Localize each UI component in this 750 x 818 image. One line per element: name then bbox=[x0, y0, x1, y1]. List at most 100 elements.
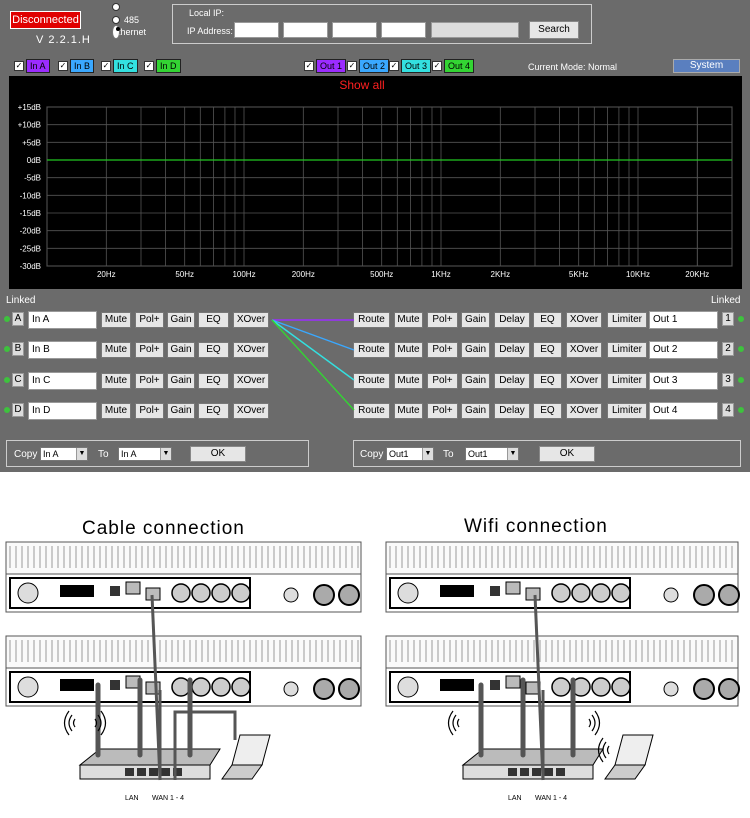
radio-blank[interactable] bbox=[112, 3, 120, 11]
input-xover-button[interactable]: XOver bbox=[233, 342, 269, 358]
checkbox-in-d[interactable]: ✓In D bbox=[144, 59, 181, 73]
output-limiter-button[interactable]: Limiter bbox=[607, 373, 647, 389]
output-name-field[interactable]: Out 3 bbox=[649, 372, 718, 390]
output-delay-button[interactable]: Delay bbox=[494, 373, 530, 389]
output-name-field[interactable]: Out 2 bbox=[649, 341, 718, 359]
channel-letter[interactable]: D bbox=[12, 403, 24, 417]
output-xover-button[interactable]: XOver bbox=[566, 312, 602, 328]
channel-letter[interactable]: C bbox=[12, 373, 24, 387]
input-pol-plus-button[interactable]: Pol+ bbox=[135, 342, 164, 358]
output-gain-button[interactable]: Gain bbox=[461, 312, 490, 328]
input-mute-button[interactable]: Mute bbox=[101, 312, 131, 328]
input-mute-button[interactable]: Mute bbox=[101, 342, 131, 358]
channel-number[interactable]: 2 bbox=[722, 342, 734, 356]
ip-display-field[interactable] bbox=[431, 22, 519, 38]
channel-number[interactable]: 1 bbox=[722, 312, 734, 326]
input-gain-button[interactable]: Gain bbox=[167, 342, 195, 358]
input-pol-plus-button[interactable]: Pol+ bbox=[135, 312, 164, 328]
input-mute-button[interactable]: Mute bbox=[101, 403, 131, 419]
copy-out-label: Copy bbox=[360, 449, 384, 460]
output-xover-button[interactable]: XOver bbox=[566, 373, 602, 389]
input-name-field[interactable]: In D bbox=[28, 402, 97, 420]
output-pol-plus-button[interactable]: Pol+ bbox=[427, 403, 458, 419]
output-gain-button[interactable]: Gain bbox=[461, 373, 490, 389]
system-button[interactable]: System bbox=[673, 59, 740, 73]
output-eq-button[interactable]: EQ bbox=[533, 342, 562, 358]
copy-out-ok-button[interactable]: OK bbox=[539, 446, 595, 462]
radio-485[interactable]: 485 bbox=[112, 15, 139, 25]
output-limiter-button[interactable]: Limiter bbox=[607, 342, 647, 358]
search-button[interactable]: Search bbox=[529, 21, 579, 39]
output-delay-button[interactable]: Delay bbox=[494, 403, 530, 419]
output-route-button[interactable]: Route bbox=[353, 342, 390, 358]
output-mute-button[interactable]: Mute bbox=[394, 342, 423, 358]
copy-out-from-select[interactable]: Out1▼ bbox=[386, 447, 434, 461]
input-name-field[interactable]: In C bbox=[28, 372, 97, 390]
copy-in-from-select[interactable]: In A▼ bbox=[40, 447, 88, 461]
output-mute-button[interactable]: Mute bbox=[394, 312, 423, 328]
output-route-button[interactable]: Route bbox=[353, 373, 390, 389]
input-xover-button[interactable]: XOver bbox=[233, 373, 269, 389]
output-eq-button[interactable]: EQ bbox=[533, 403, 562, 419]
output-route-button[interactable]: Route bbox=[353, 312, 390, 328]
input-gain-button[interactable]: Gain bbox=[167, 403, 195, 419]
input-pol-plus-button[interactable]: Pol+ bbox=[135, 373, 164, 389]
input-eq-button[interactable]: EQ bbox=[198, 403, 229, 419]
input-mute-button[interactable]: Mute bbox=[101, 373, 131, 389]
copy-in-to-select[interactable]: In A▼ bbox=[118, 447, 172, 461]
output-delay-button[interactable]: Delay bbox=[494, 342, 530, 358]
ip-octet-1[interactable] bbox=[234, 22, 279, 38]
copy-in-ok-button[interactable]: OK bbox=[190, 446, 246, 462]
input-name-field[interactable]: In B bbox=[28, 341, 97, 359]
input-gain-button[interactable]: Gain bbox=[167, 312, 195, 328]
input-eq-button[interactable]: EQ bbox=[198, 312, 229, 328]
output-gain-button[interactable]: Gain bbox=[461, 403, 490, 419]
router-wifi bbox=[461, 677, 604, 780]
output-mute-button[interactable]: Mute bbox=[394, 403, 423, 419]
output-pol-plus-button[interactable]: Pol+ bbox=[427, 312, 458, 328]
output-xover-button[interactable]: XOver bbox=[566, 342, 602, 358]
input-eq-button[interactable]: EQ bbox=[198, 342, 229, 358]
output-delay-button[interactable]: Delay bbox=[494, 312, 530, 328]
channel-number[interactable]: 4 bbox=[722, 403, 734, 417]
checkbox-in-a[interactable]: ✓In A bbox=[14, 59, 50, 73]
output-eq-button[interactable]: EQ bbox=[533, 312, 562, 328]
checkbox-in-b[interactable]: ✓In B bbox=[58, 59, 95, 73]
output-gain-button[interactable]: Gain bbox=[461, 342, 490, 358]
checkbox-out-2[interactable]: ✓Out 2 bbox=[347, 59, 390, 73]
input-name-field[interactable]: In A bbox=[28, 311, 97, 329]
checkbox-out-3[interactable]: ✓Out 3 bbox=[389, 59, 432, 73]
output-pol-plus-button[interactable]: Pol+ bbox=[427, 342, 458, 358]
output-mute-button[interactable]: Mute bbox=[394, 373, 423, 389]
channel-letter[interactable]: B bbox=[12, 342, 24, 356]
ip-octet-3[interactable] bbox=[332, 22, 377, 38]
graph-title: Show all bbox=[339, 78, 384, 92]
output-name-field[interactable]: Out 4 bbox=[649, 402, 718, 420]
input-gain-button[interactable]: Gain bbox=[167, 373, 195, 389]
output-xover-button[interactable]: XOver bbox=[566, 403, 602, 419]
y-tick-label: -25dB bbox=[20, 244, 41, 253]
output-eq-button[interactable]: EQ bbox=[533, 373, 562, 389]
chevron-down-icon: ▼ bbox=[422, 448, 433, 460]
ip-octet-2[interactable] bbox=[283, 22, 328, 38]
copy-out-to-select[interactable]: Out1▼ bbox=[465, 447, 519, 461]
output-pol-plus-button[interactable]: Pol+ bbox=[427, 373, 458, 389]
input-pol-plus-button[interactable]: Pol+ bbox=[135, 403, 164, 419]
output-limiter-button[interactable]: Limiter bbox=[607, 403, 647, 419]
checkbox-out-1[interactable]: ✓Out 1 bbox=[304, 59, 347, 73]
output-route-button[interactable]: Route bbox=[353, 403, 390, 419]
radio-ethernet[interactable]: Ethernet bbox=[112, 25, 147, 39]
channel-number[interactable]: 3 bbox=[722, 373, 734, 387]
input-xover-button[interactable]: XOver bbox=[233, 403, 269, 419]
input-xover-button[interactable]: XOver bbox=[233, 312, 269, 328]
channel-letter[interactable]: A bbox=[12, 312, 24, 326]
checkbox-in-c[interactable]: ✓In C bbox=[101, 59, 138, 73]
wifi-waves-icon bbox=[597, 737, 610, 763]
output-limiter-button[interactable]: Limiter bbox=[607, 312, 647, 328]
input-eq-button[interactable]: EQ bbox=[198, 373, 229, 389]
checkbox-out-4[interactable]: ✓Out 4 bbox=[432, 59, 475, 73]
output-name-field[interactable]: Out 1 bbox=[649, 311, 718, 329]
chevron-down-icon: ▼ bbox=[160, 448, 171, 460]
ip-octet-4[interactable] bbox=[381, 22, 426, 38]
